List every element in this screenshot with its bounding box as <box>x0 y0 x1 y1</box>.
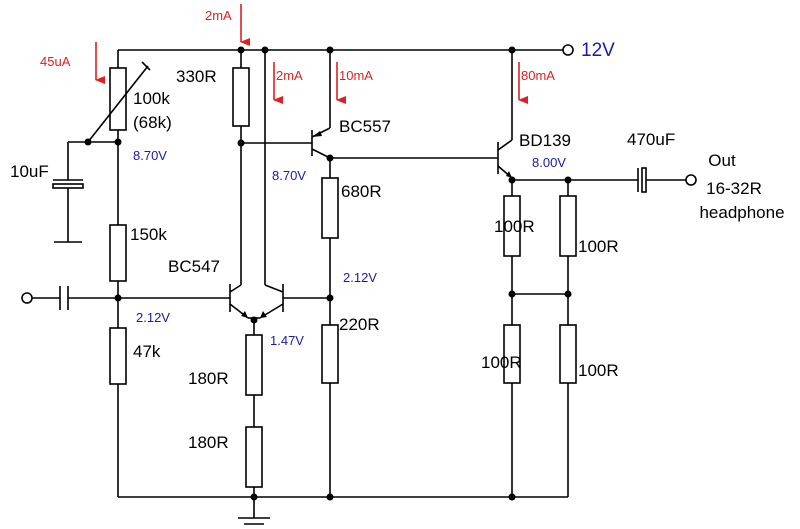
cap-bias-plate-bottom <box>52 183 84 189</box>
output-label-line1: Out <box>708 151 736 170</box>
resistor-47k <box>109 327 127 385</box>
label-q-out: BD139 <box>519 131 571 150</box>
current-label-collector: 2mA <box>276 68 303 83</box>
labels: 12V 2mA 45uA 2mA 10mA 80mA 100k (68k) 33… <box>10 8 785 452</box>
label-r-pot-alt: (68k) <box>133 113 172 132</box>
bias-network <box>52 50 151 497</box>
label-r-out2: 100R <box>578 237 619 256</box>
resistor-out2 <box>559 195 577 257</box>
label-c-bias: 10uF <box>10 162 49 181</box>
label-q-vas: BC557 <box>339 117 391 136</box>
supply-terminal[interactable] <box>562 44 574 56</box>
label-r-47k: 47k <box>133 342 161 361</box>
voltage-label-vas: 8.70V <box>272 168 306 183</box>
current-label-pot: 45uA <box>40 54 71 69</box>
label-q-pair: BC547 <box>168 257 220 276</box>
differential-pair <box>229 50 330 497</box>
input-terminal[interactable] <box>21 292 33 304</box>
vas-stage <box>311 50 498 497</box>
label-r-out4: 100R <box>578 361 619 380</box>
resistor-180a <box>245 334 263 396</box>
label-r-180b: 180R <box>188 433 229 452</box>
voltage-label-out: 8.00V <box>532 155 566 170</box>
resistor-150k <box>109 224 127 282</box>
voltage-label-base: 8.70V <box>133 148 167 163</box>
current-label-top: 2mA <box>205 8 232 23</box>
label-r-out1: 100R <box>494 217 535 236</box>
ground-rail <box>118 496 568 525</box>
label-c-out: 470uF <box>627 130 675 149</box>
resistor-pot <box>109 67 127 131</box>
label-r-330: 330R <box>176 67 217 86</box>
label-r-150k: 150k <box>130 225 167 244</box>
output-stage <box>497 50 697 497</box>
resistor-out4 <box>559 324 577 384</box>
junctions <box>84 46 572 501</box>
output-label-line2: 16-32R <box>706 179 762 198</box>
input-path <box>21 286 230 310</box>
voltage-label-in: 2.12V <box>136 310 170 325</box>
cap-out-plate-b <box>641 167 647 193</box>
resistor-180b <box>245 426 263 488</box>
current-arrows <box>95 4 528 104</box>
output-label-line3: headphone <box>699 203 784 222</box>
output-terminal[interactable] <box>685 174 697 186</box>
current-label-out: 80mA <box>521 68 555 83</box>
label-r-out3: 100R <box>481 353 522 372</box>
label-r-680: 680R <box>341 182 382 201</box>
supply-label: 12V <box>581 40 615 61</box>
pot-wiper <box>87 65 149 143</box>
resistor-330 <box>232 67 250 127</box>
label-r-pot: 100k <box>133 89 170 108</box>
voltage-label-emit: 1.47V <box>270 333 304 348</box>
resistor-220 <box>321 324 339 384</box>
voltage-label-fb: 2.12V <box>343 270 377 285</box>
label-r-220: 220R <box>339 315 380 334</box>
supply-rail <box>118 44 574 56</box>
resistor-680 <box>321 177 339 239</box>
current-label-vas: 10mA <box>339 68 373 83</box>
label-r-180a: 180R <box>188 369 229 388</box>
